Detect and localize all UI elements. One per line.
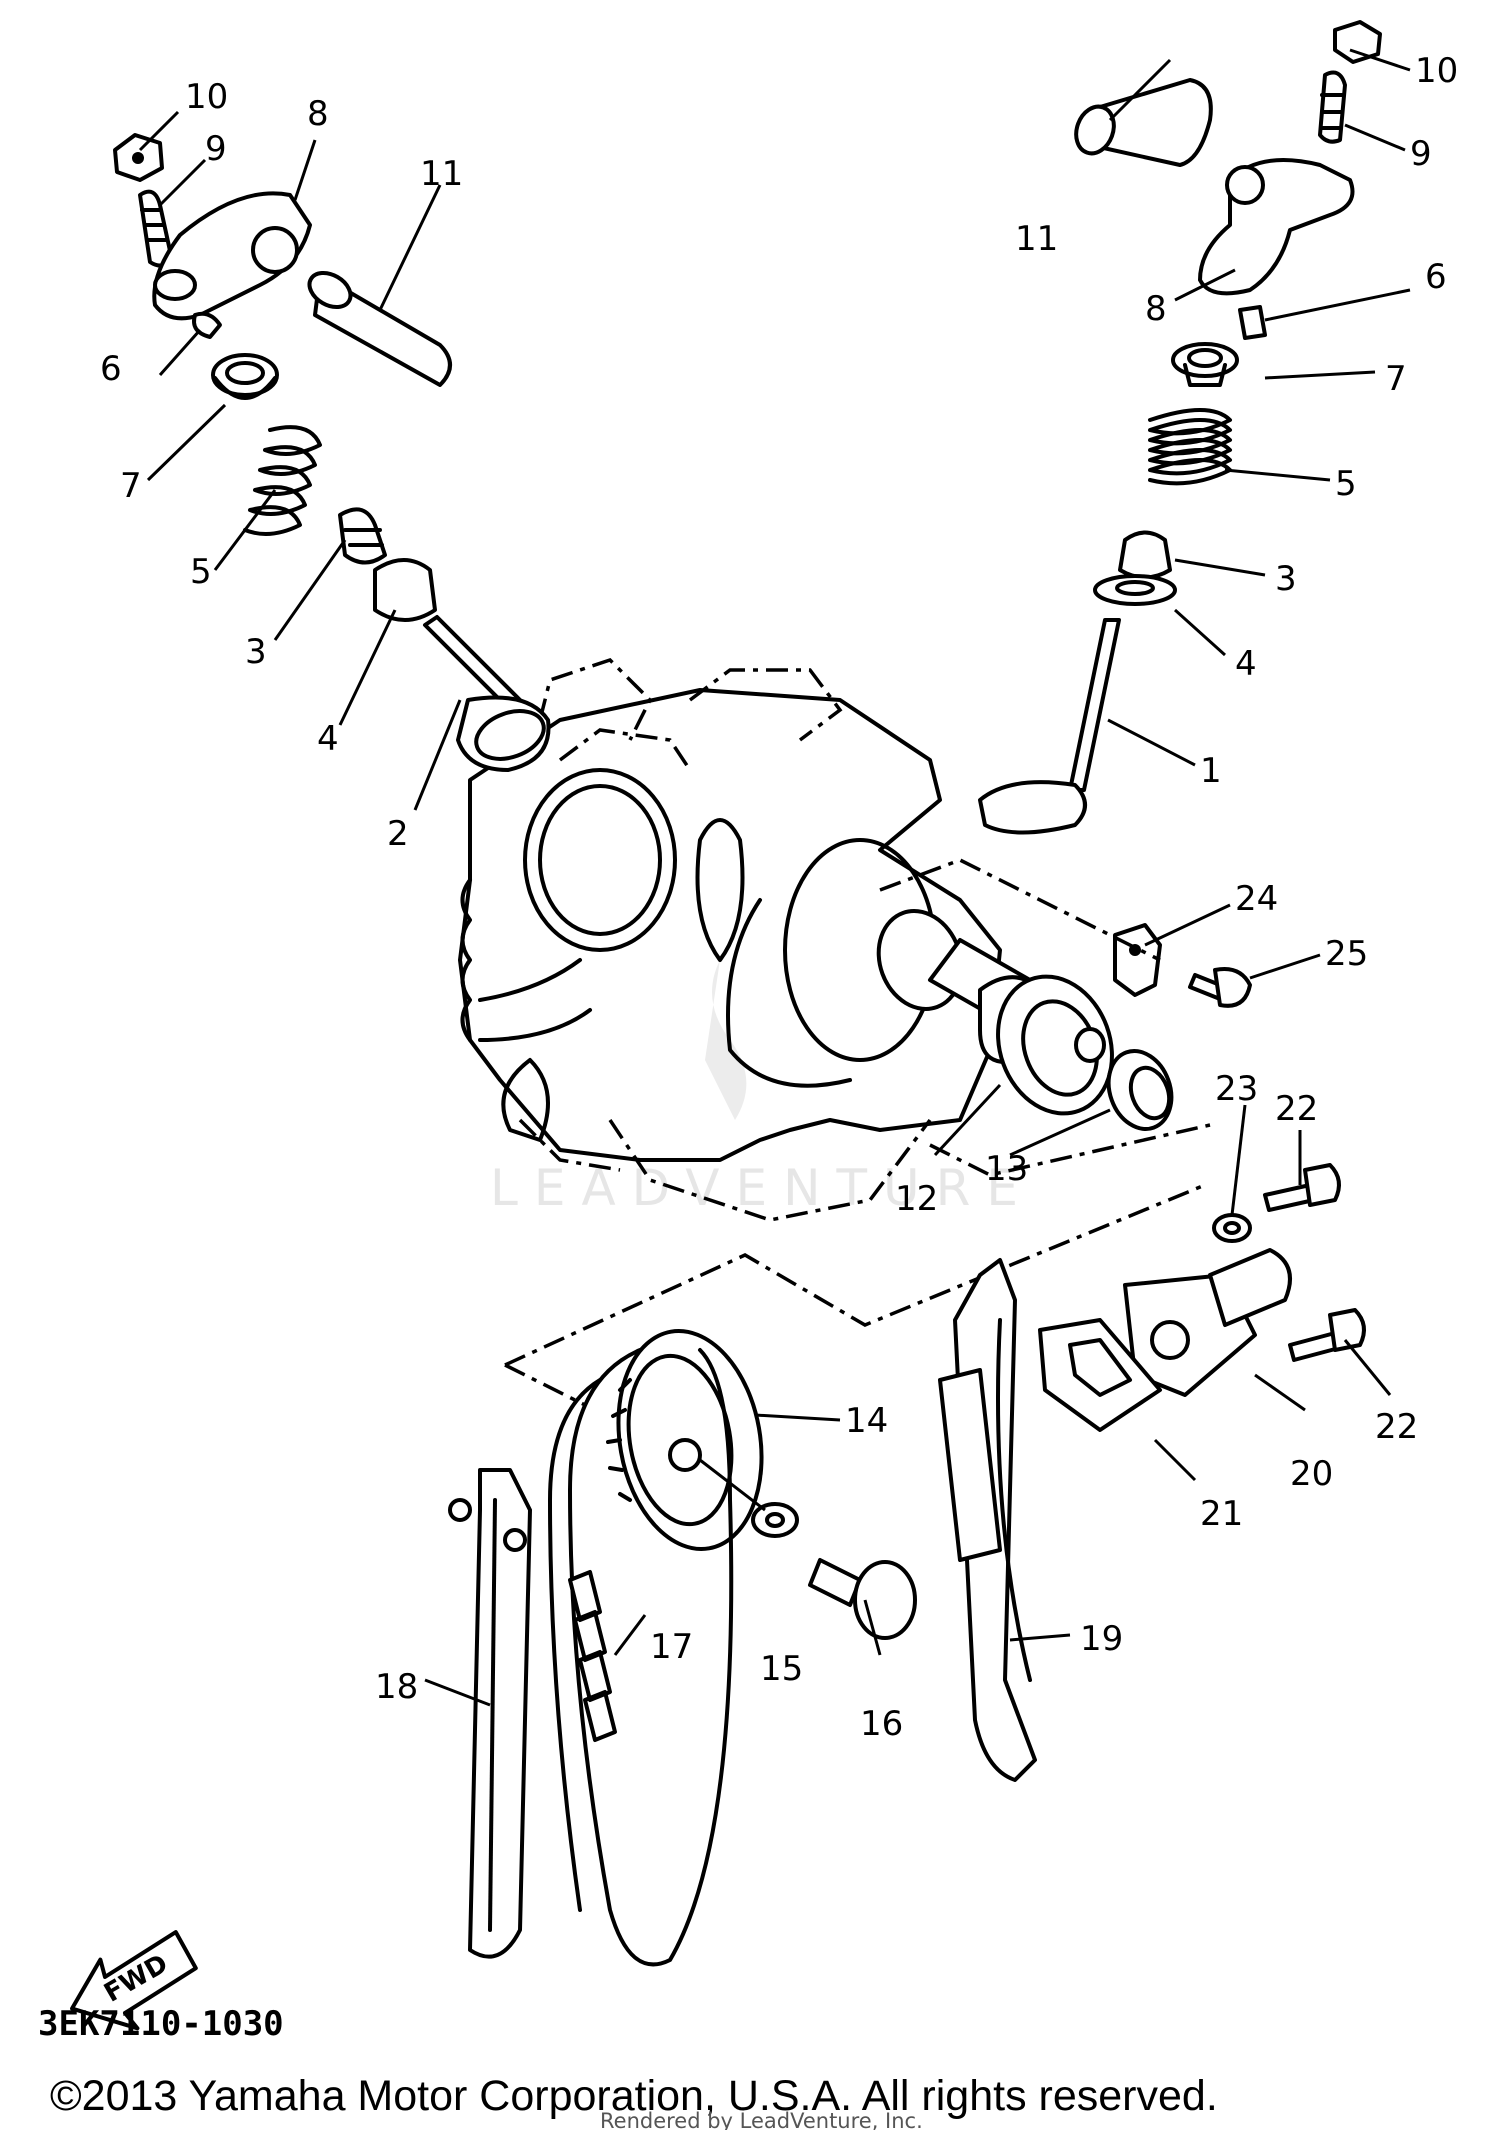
callout-2: 2 <box>387 814 409 854</box>
callout-7-left: 7 <box>120 466 142 506</box>
rocker-arm-left <box>152 191 312 321</box>
tensioner-assembly <box>1123 1248 1292 1397</box>
diagram-code: 3EK7110-1030 <box>38 2004 284 2044</box>
spring-seat-right <box>1093 574 1177 606</box>
spring-retainer-left <box>211 353 279 400</box>
tensioner-bolt-upper <box>1263 1163 1341 1212</box>
callout-13: 13 <box>985 1149 1028 1189</box>
rocker-shaft-left <box>307 270 452 387</box>
callout-18: 18 <box>375 1667 418 1707</box>
cotter-right <box>1238 305 1267 340</box>
callout-20: 20 <box>1290 1454 1333 1494</box>
callout-6-left: 6 <box>100 349 122 389</box>
callout-21: 21 <box>1200 1494 1243 1534</box>
valve-right <box>978 618 1121 835</box>
callout-10-left: 10 <box>185 77 228 117</box>
callout-1: 1 <box>1200 751 1222 791</box>
callout-24: 24 <box>1235 879 1278 919</box>
tensioner-gasket <box>1038 1318 1162 1432</box>
adjuster-screw-right <box>1318 70 1347 144</box>
callout-16: 16 <box>860 1704 903 1744</box>
callout-12: 12 <box>895 1179 938 1219</box>
cam-sprocket <box>606 1328 764 1552</box>
watermark-text: LEADVENTURE <box>490 1159 1034 1217</box>
callout-labels: 10 9 8 11 6 7 5 3 4 2 1 24 25 12 13 22 2… <box>100 51 1458 1744</box>
callout-11-right: 11 <box>1015 219 1058 259</box>
callout-22-lower: 22 <box>1375 1407 1418 1447</box>
spring-retainer-right <box>1171 342 1239 387</box>
valve-spring-right <box>1148 408 1232 486</box>
tensioner-washer <box>1212 1213 1252 1243</box>
chain-guide-line-upper <box>504 1183 1206 1367</box>
callout-8-left: 8 <box>307 94 329 134</box>
spring-seat-left <box>373 558 437 622</box>
callout-4-right: 4 <box>1235 644 1257 684</box>
tensioner-bolt-lower <box>1288 1308 1366 1362</box>
callout-23: 23 <box>1215 1069 1258 1109</box>
callout-3-right: 3 <box>1275 559 1297 599</box>
cam-bearing <box>1106 1049 1174 1131</box>
stopper-bolt <box>1188 967 1252 1008</box>
camshaft <box>876 909 1114 1116</box>
rocker-arm-right <box>1198 158 1355 296</box>
valve-spring-left <box>243 425 322 536</box>
rocker-shaft-right <box>1074 78 1213 167</box>
callout-9-left: 9 <box>205 129 227 169</box>
valve-cap-left <box>113 133 164 182</box>
sprocket-washer <box>751 1502 799 1538</box>
callout-8-right: 8 <box>1145 289 1167 329</box>
timing-chain <box>548 1348 734 1967</box>
rendered-by-notice: Rendered by LeadVenture, Inc. <box>600 2109 923 2130</box>
callout-5-right: 5 <box>1335 464 1357 504</box>
callout-17: 17 <box>650 1627 693 1667</box>
cam-stopper-plate <box>1113 923 1162 997</box>
stem-seal-right <box>1118 530 1172 580</box>
callout-9-right: 9 <box>1410 134 1432 174</box>
cam-bracket-line <box>929 1123 1211 1177</box>
stem-seal-left <box>338 507 387 565</box>
watermark-logo <box>705 960 747 1120</box>
callout-15: 15 <box>760 1649 803 1689</box>
callout-4-left: 4 <box>317 719 339 759</box>
callout-6-right: 6 <box>1425 257 1447 297</box>
callout-10-right: 10 <box>1415 51 1458 91</box>
cam-guide-line <box>879 858 1161 962</box>
callout-14: 14 <box>845 1401 888 1441</box>
copyright-notice: ©2013 Yamaha Motor Corporation, U.S.A. A… <box>50 2072 1218 2120</box>
callout-19: 19 <box>1080 1619 1123 1659</box>
sprocket-bolt <box>808 1558 917 1640</box>
chain-guide-stopper <box>448 1468 532 1959</box>
leader-lines <box>138 48 1411 1707</box>
callout-25: 25 <box>1325 934 1368 974</box>
chain-tensioner-guide <box>938 1258 1037 1782</box>
callout-3-left: 3 <box>245 632 267 672</box>
callout-5-left: 5 <box>190 552 212 592</box>
cylinder-head <box>458 657 1002 1222</box>
callout-22-upper: 22 <box>1275 1089 1318 1129</box>
chain-guide-line-left <box>504 1363 586 1407</box>
callout-11-left: 11 <box>420 154 463 194</box>
valve-cap-right <box>1333 20 1382 64</box>
valve-left <box>423 615 551 772</box>
callout-7-right: 7 <box>1385 359 1407 399</box>
